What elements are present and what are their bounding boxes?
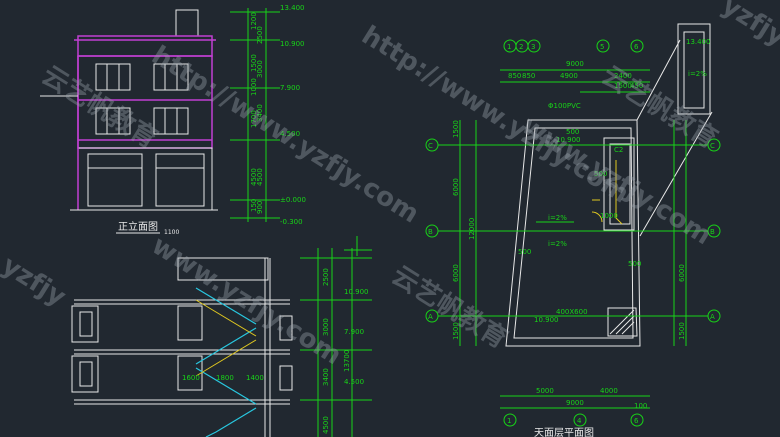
stair-dim-1400: 1400 — [246, 374, 264, 382]
axis-bottom-1: 1 — [507, 417, 511, 425]
level-13400: 13.400 — [280, 4, 305, 12]
roof-plan: C2 i=2% i=2% 400X600 Φ100PVC 10.900 10.9… — [505, 23, 713, 410]
side-dim-1500-bottom: 1500 — [452, 322, 460, 340]
elev-dim-3400: 3400 — [256, 104, 264, 122]
top-dim-450: 450 — [630, 82, 643, 90]
plan-label-10900-bottom: 10.900 — [534, 316, 559, 324]
section-level-10900: 10.900 — [344, 288, 369, 296]
level-0: ±0.000 — [280, 196, 306, 204]
stair-dim-1800: 1800 — [216, 374, 234, 382]
top-dim-4900: 4900 — [560, 72, 578, 80]
axis-bottom-6: 6 — [634, 417, 639, 425]
bottom-dim-4000: 4000 — [600, 387, 618, 395]
plan-label-400x600: 400X600 — [556, 308, 588, 316]
top-dim-9000: 9000 — [566, 60, 584, 68]
front-elevation: 正立面图 1100 — [40, 9, 218, 236]
axis-side-a-right: A — [710, 313, 715, 321]
side-dim-6000-right: 6000 — [678, 264, 686, 282]
inner-dim-100: 100 — [634, 402, 647, 410]
elev-dim-1700: 1700 — [250, 110, 258, 128]
section-dim-13700: 13700 — [343, 350, 351, 372]
section-level-7900: 7.900 — [344, 328, 364, 336]
axis-side-b-right: B — [710, 228, 715, 236]
elev-dim-1000: 1000 — [250, 78, 258, 96]
plan-label-10900-top: 10.900 — [556, 136, 581, 144]
elev-dim-2500: 2500 — [256, 26, 264, 44]
watermark-short-2: yzfjy — [0, 250, 71, 312]
section-dim-3400: 3400 — [322, 368, 330, 386]
section-dim-4500: 4500 — [322, 416, 330, 434]
level-7900: 7.900 — [280, 84, 300, 92]
watermark-url-3: http://www.yzfjy.com — [356, 20, 634, 209]
elev-dim-4500-b: 4500 — [256, 168, 264, 186]
section-dim-2500: 2500 — [322, 268, 330, 286]
elevation-title: 正立面图 — [118, 220, 158, 233]
level-minus-0300: -0.300 — [280, 218, 303, 226]
bottom-dim-9000: 9000 — [566, 399, 584, 407]
watermark-brand-2: 云艺帆教育 — [386, 260, 513, 355]
axis-side-a-left: A — [428, 313, 433, 321]
top-dim-850-a: 850 — [508, 72, 521, 80]
elev-dim-4500-a: 4500 — [250, 168, 258, 186]
plan-bottom-axes: 5000 4000 9000 1 4 6 天面层平面图 — [500, 387, 650, 437]
side-dim-12000: 12000 — [468, 218, 476, 240]
axis-side-c-left: C — [428, 142, 433, 150]
elev-dim-900: 900 — [256, 201, 264, 214]
building-section: 1600 1800 1400 — [71, 257, 293, 437]
section-dimensions: 10.900 7.900 4.500 2500 3000 3400 4500 1… — [300, 236, 372, 437]
top-dim-850-b: 850 — [522, 72, 535, 80]
side-dim-1500-top: 1500 — [452, 120, 460, 138]
inner-dim-500-c: 500 — [518, 248, 531, 256]
plan-title: 天面层平面图 — [534, 427, 594, 437]
stair-dim-1600: 1600 — [182, 374, 200, 382]
watermark-short-1: yzfjy — [716, 0, 780, 53]
side-dim-6000-bottom: 6000 — [452, 264, 460, 282]
inner-dim-500-d: 500 — [628, 260, 641, 268]
inner-dim-500-b: 500 — [594, 170, 607, 178]
section-dim-3000: 3000 — [322, 318, 330, 336]
inner-dim-500-a: 500 — [566, 128, 579, 136]
plan-slope-lower: i=2% — [548, 240, 567, 248]
plan-label-c2: C2 — [614, 146, 623, 154]
side-dim-6000-top: 6000 — [452, 178, 460, 196]
roofbox-slope: i=2% — [688, 70, 707, 78]
plan-slope-upper: i=2% — [548, 214, 567, 222]
axis-top-5: 5 — [600, 43, 604, 51]
plan-label-pvc: Φ100PVC — [548, 102, 581, 110]
axis-top-6: 6 — [634, 43, 639, 51]
elevation-dimensions: 13.400 10.900 7.900 4.500 ±0.000 -0.300 … — [230, 4, 306, 226]
elevation-scale: 1100 — [164, 229, 179, 236]
top-dim-1500: 1500 — [614, 82, 632, 90]
elev-dim-150: 150 — [250, 199, 258, 212]
axis-top-3: 3 — [531, 43, 535, 51]
axis-side-b-left: B — [428, 228, 433, 236]
elev-dim-3000: 3000 — [256, 60, 264, 78]
plan-top-axes: 1 2 3 5 6 9000 850 850 4900 2400 1500 45… — [500, 39, 650, 93]
level-10900: 10.900 — [280, 40, 305, 48]
elev-dim-1500: 1500 — [250, 54, 258, 72]
top-dim-2400: 2400 — [614, 72, 632, 80]
axis-side-c-right: C — [710, 142, 715, 150]
axis-top-1: 1 — [507, 43, 511, 51]
axis-bottom-4: 4 — [577, 417, 582, 425]
level-4500: 4.500 — [280, 130, 300, 138]
side-dim-1500-right: 1500 — [678, 322, 686, 340]
plan-side-axes: C B A C B A 1500 6000 12000 6000 1500 60… — [425, 120, 721, 346]
section-level-4500: 4.500 — [344, 378, 364, 386]
elev-dim-1200: 1200 — [250, 12, 258, 30]
axis-top-2: 2 — [519, 43, 523, 51]
bottom-dim-5000: 5000 — [536, 387, 554, 395]
roofbox-level: 13.400 — [686, 38, 711, 46]
inner-dim-1000: 1000 — [600, 212, 618, 220]
